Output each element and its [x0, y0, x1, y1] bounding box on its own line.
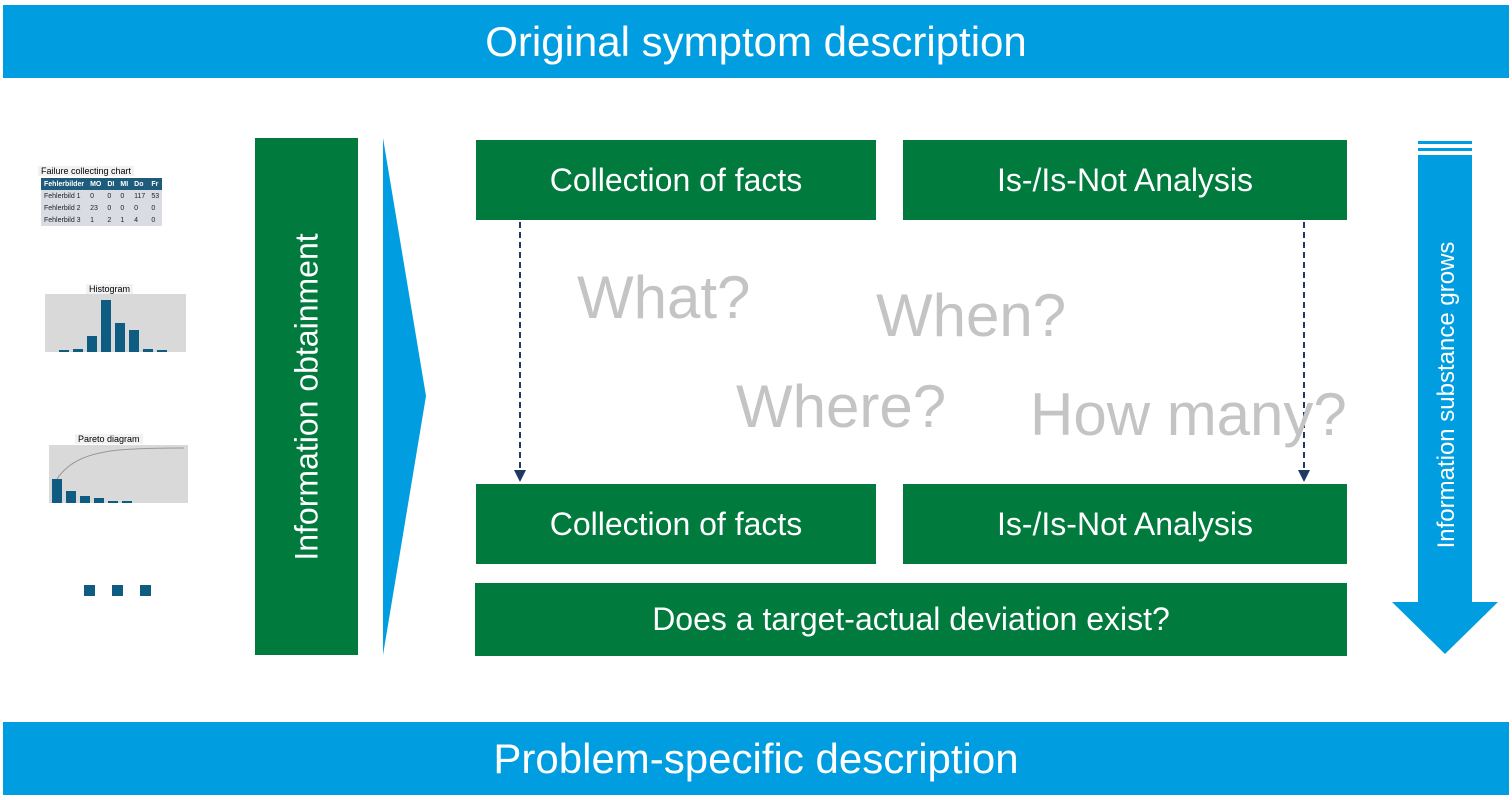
is-is-not-analysis-top-label: Is-/Is-Not Analysis [996, 161, 1254, 198]
collection-of-facts-top-label: Collection of facts [549, 161, 803, 198]
table-cell: 0 [104, 190, 118, 202]
chart-bar [143, 348, 153, 352]
table-cell: 1 [87, 214, 105, 226]
collection-of-facts-top: Collection of facts [476, 140, 876, 220]
histogram-thumbnail [45, 294, 186, 352]
information-obtainment-box: Information obtainment [255, 138, 358, 655]
table-header: MO [87, 178, 105, 190]
table-header: Do [131, 178, 149, 190]
question-how-many: How many? [1030, 381, 1347, 448]
table-cell: 53 [148, 190, 163, 202]
bottom-banner-text: Problem-specific description [493, 734, 1019, 782]
table-header: DI [104, 178, 118, 190]
failure-chart-title: Failure collecting chart [38, 166, 135, 176]
chart-bar [94, 498, 104, 503]
question-what: What? [577, 264, 751, 331]
flow-triangle [383, 138, 426, 655]
question-when: When? [876, 282, 1067, 349]
chart-bar [87, 336, 97, 352]
top-banner-text: Original symptom description [485, 17, 1027, 65]
table-cell: 4 [131, 214, 149, 226]
arrowhead-left [514, 470, 526, 482]
chart-bar [80, 496, 90, 503]
chart-bar [108, 501, 118, 503]
pareto-curve [56, 447, 185, 480]
more-dots [84, 583, 168, 601]
information-substance-label: Information substance grows [1433, 241, 1460, 549]
problem-specific-banner: Problem-specific description [3, 722, 1509, 795]
table-header: MI [117, 178, 132, 190]
histogram-title: Histogram [86, 284, 134, 294]
table-cell: 0 [117, 202, 132, 214]
table-cell: Fehlerbild 1 [41, 190, 88, 202]
table-cell: 0 [148, 214, 163, 226]
information-grows-arrow [1392, 141, 1498, 654]
pareto-thumbnail [49, 445, 188, 503]
table-cell: 0 [104, 202, 118, 214]
collection-of-facts-bottom: Collection of facts [476, 484, 876, 564]
chart-bar [115, 323, 125, 352]
question-where: Where? [736, 373, 947, 440]
table-cell: 0 [131, 202, 149, 214]
table-cell: 117 [131, 190, 149, 202]
table-cell: Fehlerbild 2 [41, 202, 88, 214]
target-actual-deviation-label: Does a target-actual deviation exist? [652, 601, 1170, 637]
chart-bar [129, 330, 139, 352]
is-is-not-analysis-bottom: Is-/Is-Not Analysis [903, 484, 1347, 564]
is-is-not-analysis-bottom-label: Is-/Is-Not Analysis [996, 505, 1254, 542]
table-cell: 1 [117, 214, 132, 226]
table-cell: 2 [104, 214, 118, 226]
chart-bar [157, 350, 167, 352]
table-header: Fehlerbilder [41, 178, 88, 190]
chart-bar [73, 349, 83, 352]
table-cell: 0 [87, 190, 105, 202]
chart-bar [66, 491, 76, 503]
arrowhead-right [1298, 470, 1310, 482]
target-actual-deviation-box: Does a target-actual deviation exist? [475, 583, 1347, 656]
chart-bar [122, 501, 132, 503]
table-cell: Fehlerbild 3 [41, 214, 88, 226]
table-cell: 23 [87, 202, 105, 214]
original-symptom-banner: Original symptom description [3, 5, 1509, 78]
table-cell: 0 [148, 202, 163, 214]
pareto-title: Pareto diagram [75, 434, 143, 444]
is-is-not-analysis-top: Is-/Is-Not Analysis [903, 140, 1347, 220]
table-cell: 0 [117, 190, 132, 202]
chart-bar [52, 479, 62, 503]
chart-bar [59, 350, 69, 352]
table-header: Fr [148, 178, 163, 190]
collection-of-facts-bottom-label: Collection of facts [549, 505, 803, 542]
chart-bar [101, 300, 111, 352]
